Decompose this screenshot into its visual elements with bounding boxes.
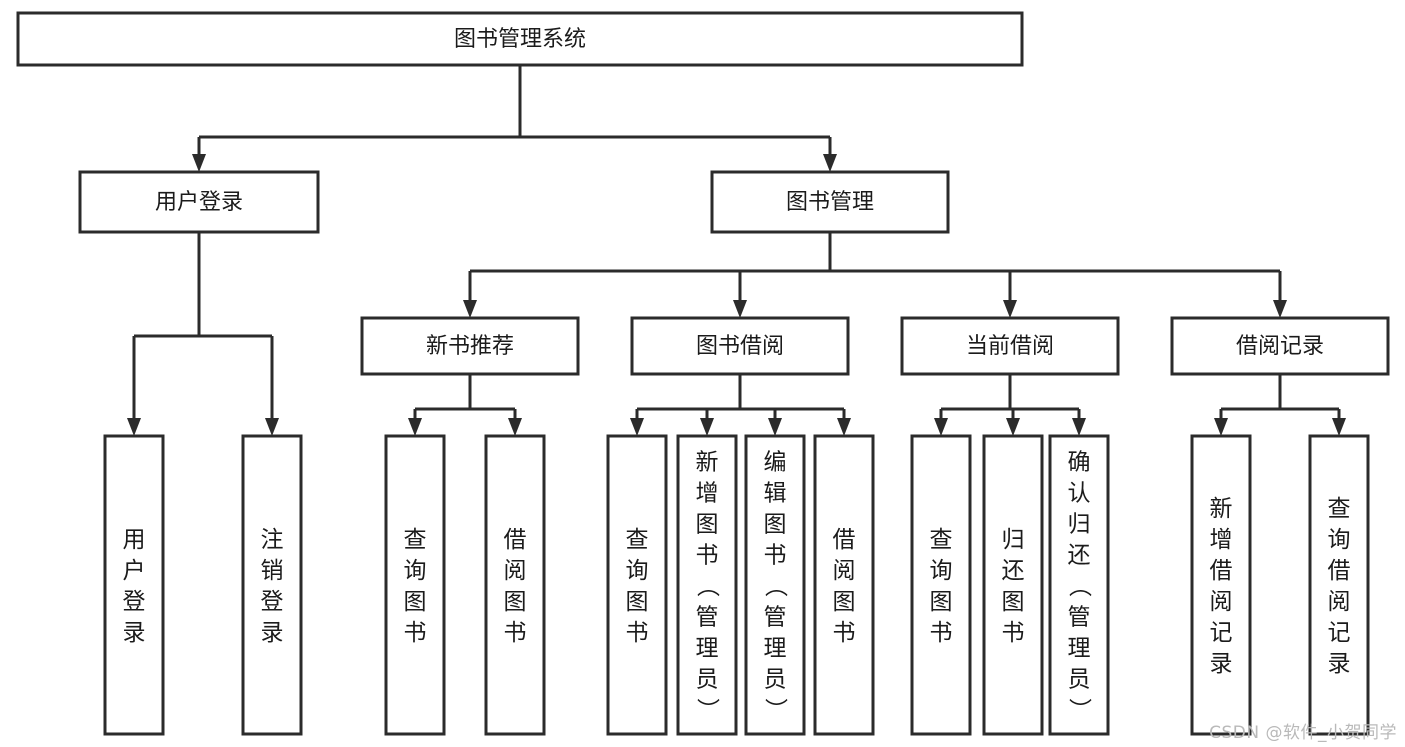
node-box-新增图书管理员[interactable]	[676, 434, 738, 736]
node-新书推荐[interactable]: 新书推荐	[360, 316, 580, 376]
node-box-编辑图书管理员[interactable]	[744, 434, 806, 736]
node-label-查询图书: 查询图书	[404, 527, 427, 646]
node-label-新增图书管理员: 新增图书（管理员）	[696, 450, 721, 724]
arrow-head-icon	[733, 300, 747, 318]
arrow-head-icon	[265, 418, 279, 436]
node-box-查询图书[interactable]	[910, 434, 972, 736]
arrow-head-icon	[1003, 300, 1017, 318]
arrow-head-icon	[1214, 418, 1228, 436]
node-box-新书推荐[interactable]	[360, 316, 580, 376]
arrow-head-icon	[508, 418, 522, 436]
node-图书管理[interactable]: 图书管理	[710, 170, 950, 234]
arrow-head-icon	[127, 418, 141, 436]
arrow-head-icon	[768, 418, 782, 436]
node-box-新增借阅记录[interactable]	[1190, 434, 1252, 736]
node-label-新书推荐: 新书推荐	[426, 334, 514, 359]
node-label-图书管理系统: 图书管理系统	[454, 27, 586, 52]
connector-group-图书管理	[463, 232, 1287, 318]
node-box-用户登录[interactable]	[78, 170, 320, 234]
node-label-用户登录: 用户登录	[155, 190, 243, 215]
connector-group-图书管理系统	[192, 65, 837, 172]
node-box-图书借阅[interactable]	[630, 316, 850, 376]
node-label-查询图书: 查询图书	[626, 527, 649, 646]
node-label-查询借阅记录: 查询借阅记录	[1328, 496, 1351, 677]
arrow-head-icon	[823, 154, 837, 172]
node-box-归还图书[interactable]	[982, 434, 1044, 736]
node-label-注销登录: 注销登录	[261, 527, 284, 646]
arrow-head-icon	[408, 418, 422, 436]
node-确认归还管理员[interactable]: 确认归还（管理员）	[1048, 434, 1110, 736]
node-label-确认归还管理员: 确认归还（管理员）	[1068, 450, 1093, 724]
node-编辑图书管理员[interactable]: 编辑图书（管理员）	[744, 434, 806, 736]
connector-group-用户登录	[127, 232, 279, 436]
node-归还图书[interactable]: 归还图书	[982, 434, 1044, 736]
node-label-当前借阅: 当前借阅	[966, 334, 1054, 359]
node-box-查询图书[interactable]	[384, 434, 446, 736]
node-layer: 图书管理系统用户登录图书管理新书推荐图书借阅当前借阅借阅记录用户登录注销登录查询…	[16, 11, 1390, 736]
arrow-head-icon	[837, 418, 851, 436]
node-box-用户登录[interactable]	[103, 434, 165, 736]
arrow-head-icon	[1006, 418, 1020, 436]
node-label-图书管理: 图书管理	[786, 190, 874, 215]
node-借阅记录[interactable]: 借阅记录	[1170, 316, 1390, 376]
arrow-head-icon	[1332, 418, 1346, 436]
arrow-head-icon	[700, 418, 714, 436]
node-box-注销登录[interactable]	[241, 434, 303, 736]
node-box-当前借阅[interactable]	[900, 316, 1120, 376]
arrow-head-icon	[192, 154, 206, 172]
connector-group-图书借阅	[630, 374, 851, 436]
node-查询借阅记录[interactable]: 查询借阅记录	[1308, 434, 1370, 736]
node-查询图书[interactable]: 查询图书	[910, 434, 972, 736]
node-label-用户登录: 用户登录	[123, 527, 146, 646]
node-box-图书管理系统[interactable]	[16, 11, 1024, 67]
node-用户登录[interactable]: 用户登录	[103, 434, 165, 736]
node-box-图书管理[interactable]	[710, 170, 950, 234]
node-查询图书[interactable]: 查询图书	[606, 434, 668, 736]
node-注销登录[interactable]: 注销登录	[241, 434, 303, 736]
node-box-确认归还管理员[interactable]	[1048, 434, 1110, 736]
node-label-归还图书: 归还图书	[1002, 527, 1025, 646]
node-查询图书[interactable]: 查询图书	[384, 434, 446, 736]
arrow-head-icon	[1273, 300, 1287, 318]
node-label-借阅记录: 借阅记录	[1236, 334, 1324, 359]
node-借阅图书[interactable]: 借阅图书	[484, 434, 546, 736]
connector-group-新书推荐	[408, 374, 522, 436]
connector-layer	[127, 65, 1346, 436]
node-box-查询图书[interactable]	[606, 434, 668, 736]
node-借阅图书[interactable]: 借阅图书	[813, 434, 875, 736]
connector-group-当前借阅	[934, 374, 1086, 436]
arrow-head-icon	[1072, 418, 1086, 436]
node-label-借阅图书: 借阅图书	[504, 527, 527, 646]
node-label-新增借阅记录: 新增借阅记录	[1210, 496, 1233, 677]
arrow-head-icon	[630, 418, 644, 436]
node-label-编辑图书管理员: 编辑图书（管理员）	[764, 450, 789, 724]
node-用户登录[interactable]: 用户登录	[78, 170, 320, 234]
node-box-查询借阅记录[interactable]	[1308, 434, 1370, 736]
arrow-head-icon	[934, 418, 948, 436]
node-图书借阅[interactable]: 图书借阅	[630, 316, 850, 376]
node-图书管理系统[interactable]: 图书管理系统	[16, 11, 1024, 67]
connector-group-借阅记录	[1214, 374, 1346, 436]
node-box-借阅图书[interactable]	[813, 434, 875, 736]
node-label-查询图书: 查询图书	[930, 527, 953, 646]
node-box-借阅图书[interactable]	[484, 434, 546, 736]
node-新增图书管理员[interactable]: 新增图书（管理员）	[676, 434, 738, 736]
arrow-head-icon	[463, 300, 477, 318]
node-label-借阅图书: 借阅图书	[833, 527, 856, 646]
node-新增借阅记录[interactable]: 新增借阅记录	[1190, 434, 1252, 736]
node-label-图书借阅: 图书借阅	[696, 334, 784, 359]
node-box-借阅记录[interactable]	[1170, 316, 1390, 376]
node-当前借阅[interactable]: 当前借阅	[900, 316, 1120, 376]
